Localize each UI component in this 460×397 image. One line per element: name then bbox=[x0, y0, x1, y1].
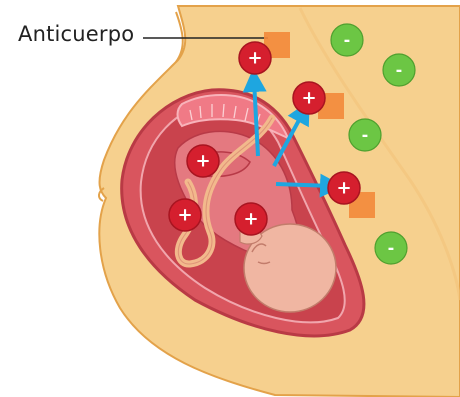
positive-cell: + bbox=[187, 145, 219, 177]
svg-text:-: - bbox=[344, 31, 351, 50]
positive-cell: + bbox=[293, 82, 325, 114]
positive-cell: + bbox=[328, 172, 360, 204]
svg-text:+: + bbox=[195, 151, 210, 172]
positive-cell: + bbox=[239, 42, 271, 74]
positive-cell: + bbox=[235, 203, 267, 235]
svg-text:+: + bbox=[336, 178, 351, 199]
positive-cell: + bbox=[169, 199, 201, 231]
negative-cell: - bbox=[383, 54, 415, 86]
svg-text:-: - bbox=[388, 239, 395, 258]
svg-text:+: + bbox=[177, 205, 192, 226]
negative-cell: - bbox=[349, 119, 381, 151]
svg-text:+: + bbox=[243, 209, 258, 230]
antibody-label: Anticuerpo bbox=[18, 22, 134, 46]
negative-cell: - bbox=[375, 232, 407, 264]
negative-cell: - bbox=[331, 24, 363, 56]
svg-text:-: - bbox=[396, 61, 403, 80]
svg-text:+: + bbox=[247, 48, 262, 69]
svg-text:+: + bbox=[301, 88, 316, 109]
migration-arrow bbox=[276, 184, 332, 186]
svg-text:-: - bbox=[362, 126, 369, 145]
